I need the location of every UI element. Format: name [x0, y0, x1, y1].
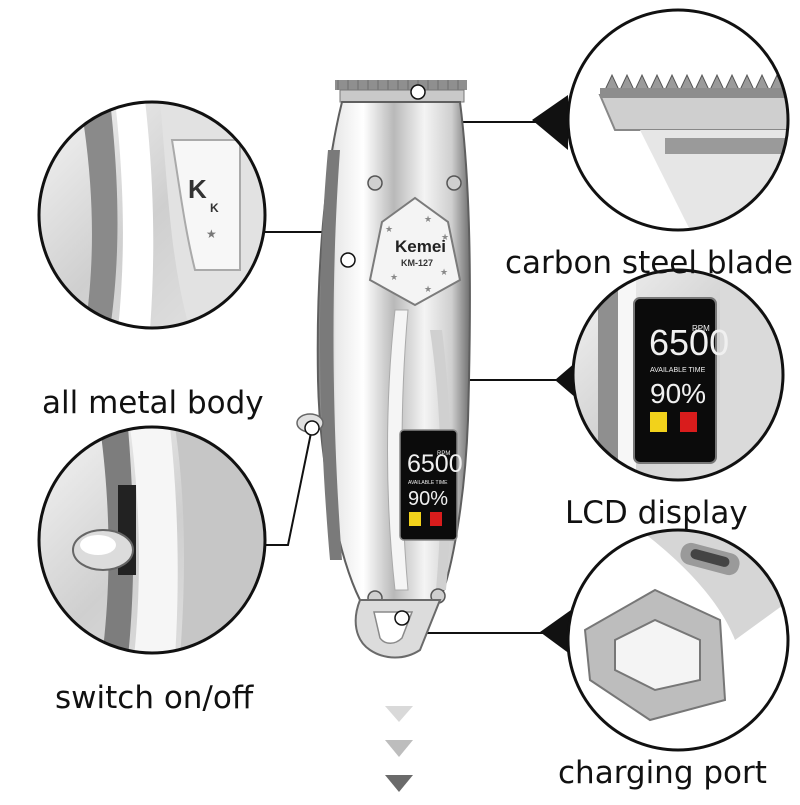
svg-text:K: K: [210, 201, 219, 215]
chevron-down-icon: [385, 706, 413, 722]
lcd-rpm-unit: RPM: [437, 451, 450, 457]
svg-text:K: K: [188, 174, 207, 204]
blade-teeth: [335, 80, 467, 90]
star-icon: ★: [441, 232, 449, 242]
callout-dot-body: [340, 252, 356, 268]
star-icon: ★: [390, 272, 398, 282]
lcd-zoom-yellow-icon: [650, 412, 667, 432]
brand-badge: [368, 196, 462, 307]
screw-icon: [367, 175, 383, 191]
label-switch-on-off: switch on/off: [55, 680, 254, 716]
star-icon: ★: [424, 284, 432, 294]
zoom-circle-switch: [37, 425, 267, 655]
lcd-zoom-rpm-value: 6500: [649, 322, 729, 363]
label-all-metal-body: all metal body: [42, 385, 264, 421]
lcd-zoom-caption: AVAILABLE TIME: [650, 367, 706, 374]
zoom-circle-body: K K ★: [37, 100, 267, 330]
lcd-zoom-rpm-unit: RPM: [692, 324, 710, 333]
chevron-down-icon: [385, 740, 413, 757]
lcd-red-icon: [430, 512, 442, 526]
star-icon: ★: [385, 224, 393, 234]
callout-dot-blade: [410, 84, 426, 100]
star-icon: ★: [440, 267, 448, 277]
lcd-rpm-value: 6500: [407, 450, 463, 478]
label-carbon-steel-blade: carbon steel blade: [505, 245, 793, 281]
model-number: KM-127: [401, 258, 433, 268]
star-icon: ★: [424, 214, 432, 224]
zoom-circle-blade: [566, 8, 790, 232]
zoom-circle-charging: [566, 528, 790, 752]
svg-text:★: ★: [206, 227, 217, 241]
chevron-down-icon: [385, 775, 413, 792]
label-charging-port: charging port: [558, 755, 767, 791]
callout-dot-switch: [304, 420, 320, 436]
lcd-caption: AVAILABLE TIME: [408, 480, 448, 486]
brand-name: Kemei: [395, 237, 446, 256]
screw-icon: [446, 175, 462, 191]
callout-dot-charging: [394, 610, 410, 626]
label-lcd-display: LCD display: [565, 495, 748, 531]
lcd-yellow-icon: [409, 512, 421, 526]
lcd-zoom-percent: 90%: [650, 378, 706, 409]
clipper-product: ★ ★ ★ ★ ★ ★ Kemei KM-127 6500 RPM AVAILA…: [296, 80, 471, 659]
zoom-circle-lcd: 6500 RPM AVAILABLE TIME 90%: [571, 268, 785, 482]
lcd-zoom-red-icon: [680, 412, 697, 432]
lcd-percent: 90%: [408, 488, 448, 510]
leader-line-switch: [265, 427, 313, 546]
